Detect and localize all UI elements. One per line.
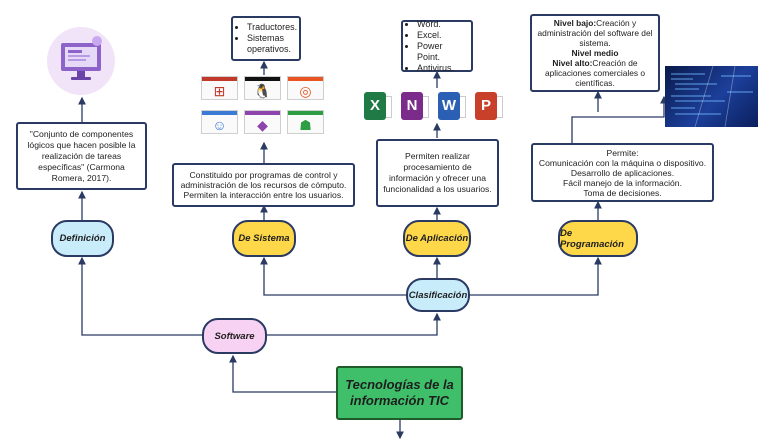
os-grid: ⊞ 🐧 ◎ ☺ ◆ ☗ <box>201 76 326 142</box>
sistema-node[interactable]: De Sistema <box>232 220 296 257</box>
example-item: Excel. <box>417 30 466 41</box>
os-tile: 🐧 <box>244 76 281 100</box>
programming-levels-box: Nivel bajo:Creación y administración del… <box>530 14 660 92</box>
apple-icon: ◆ <box>257 117 268 133</box>
definition-text: "Conjunto de componentes lógicos que hac… <box>27 128 136 183</box>
example-item: Traductores. <box>247 22 297 33</box>
onenote-icon: N <box>401 92 429 120</box>
programming-line: Fácil manejo de la información. <box>563 177 682 188</box>
code-lines-icon <box>671 66 753 127</box>
aplicacion-node[interactable]: De Aplicación <box>403 220 471 257</box>
application-description-box: Permiten realizar procesamiento de infor… <box>376 139 499 207</box>
ubuntu-icon: ◎ <box>299 83 312 99</box>
powerpoint-icon: P <box>475 92 503 120</box>
example-item: Antivirus. <box>417 63 466 74</box>
application-examples-box: Word. Excel. Power Point. Antivirus. <box>401 19 473 74</box>
software-node[interactable]: Software <box>202 318 267 354</box>
system-description-box: Constituido por programas de control y a… <box>172 163 355 207</box>
os-tile: ◎ <box>287 76 324 100</box>
clasificacion-node[interactable]: Clasificación <box>406 278 470 312</box>
software-label: Software <box>214 330 255 342</box>
excel-icon: X <box>364 92 392 120</box>
level-low-label: Nivel bajo: <box>553 18 597 28</box>
monitor-icon <box>61 36 102 80</box>
code-screen-image <box>665 66 758 127</box>
os-tile: ⊞ <box>201 76 238 100</box>
android-icon: ☗ <box>299 117 312 133</box>
os-tile-bar <box>202 77 237 81</box>
sistema-label: De Sistema <box>238 233 290 244</box>
root-title: Tecnologías de la información TIC <box>345 377 454 408</box>
os-tile-bar <box>245 77 280 81</box>
system-description: Constituido por programas de control y a… <box>180 170 347 200</box>
programacion-label: De Programación <box>560 227 624 250</box>
application-description: Permiten realizar procesamiento de infor… <box>383 151 492 194</box>
software-illustration <box>47 27 115 95</box>
linux-icon: 🐧 <box>253 83 272 99</box>
os-tile-bar <box>245 111 280 115</box>
example-item: Power Point. <box>417 41 466 63</box>
programming-line: Comunicación con la máquina o dispositiv… <box>538 157 707 168</box>
programming-line: Desarrollo de aplicaciones. <box>570 167 675 178</box>
clasificacion-label: Clasificación <box>408 289 468 301</box>
level-low-text: Creación y administración del software d… <box>537 18 653 48</box>
windows-icon: ⊞ <box>213 83 226 99</box>
definicion-label: Definición <box>59 233 106 244</box>
os-tile: ☗ <box>287 110 324 134</box>
example-item: Word. <box>417 19 466 30</box>
programming-description-box: Permite: Comunicación con la máquina o d… <box>531 143 714 202</box>
os-tile: ☺ <box>201 110 238 134</box>
macos-icon: ☺ <box>212 117 227 133</box>
programming-line: Permite: <box>606 147 639 158</box>
programacion-node[interactable]: De Programación <box>558 220 638 257</box>
definition-box: "Conjunto de componentes lógicos que hac… <box>16 122 147 190</box>
programming-line: Toma de decisiones. <box>583 187 662 198</box>
level-medium-label: Nivel medio <box>571 48 619 58</box>
level-high-label: Nivel alto: <box>552 58 593 68</box>
example-item: Sistemas operativos. <box>247 33 294 55</box>
os-tile-bar <box>288 77 323 81</box>
word-icon: W <box>438 92 466 120</box>
root-node[interactable]: Tecnologías de la información TIC <box>336 366 463 420</box>
os-tile: ◆ <box>244 110 281 134</box>
os-tile-bar <box>288 111 323 115</box>
definicion-node[interactable]: Definición <box>51 220 114 257</box>
system-examples-box: Traductores. Sistemas operativos. <box>231 16 301 61</box>
aplicacion-label: De Aplicación <box>405 233 469 244</box>
os-tile-bar <box>202 111 237 115</box>
level-high-text: Creación de aplicaciones comerciales o c… <box>544 58 646 88</box>
